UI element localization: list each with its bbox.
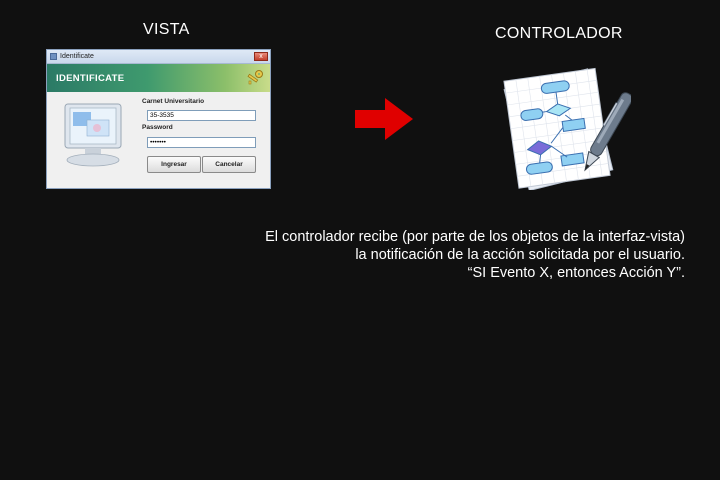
controlador-label: CONTROLADOR bbox=[495, 25, 623, 42]
password-label: Password bbox=[142, 124, 173, 131]
dialog-header: IDENTIFICATE bbox=[47, 64, 270, 92]
ingresar-button[interactable]: Ingresar bbox=[147, 156, 201, 173]
caption-line: “SI Evento X, entonces Acción Y”. bbox=[467, 265, 685, 281]
right-arrow-icon bbox=[355, 98, 413, 140]
caption-line: la notificación de la acción solicitada … bbox=[355, 247, 685, 263]
carnet-input[interactable]: 35-3535 bbox=[147, 110, 256, 121]
cancelar-button[interactable]: Cancelar bbox=[202, 156, 256, 173]
caption-line: El controlador recibe (por parte de los … bbox=[265, 229, 685, 245]
password-input[interactable]: ••••••• bbox=[147, 137, 256, 148]
window-icon bbox=[50, 53, 57, 60]
key-icon bbox=[247, 70, 263, 85]
login-dialog: Identificate x IDENTIFICATE Carnet Unive… bbox=[46, 49, 271, 189]
vista-label: VISTA bbox=[143, 21, 190, 38]
flowchart-document-with-pen-icon bbox=[503, 67, 631, 190]
header-title: IDENTIFICATE bbox=[56, 73, 125, 84]
dialog-titlebar: Identificate x bbox=[47, 50, 270, 64]
monitor-icon bbox=[64, 103, 122, 167]
window-title: Identificate bbox=[60, 53, 94, 60]
close-button[interactable]: x bbox=[254, 52, 268, 61]
carnet-label: Carnet Universitario bbox=[142, 98, 205, 105]
caption-text: El controlador recibe (por parte de los … bbox=[205, 228, 685, 282]
